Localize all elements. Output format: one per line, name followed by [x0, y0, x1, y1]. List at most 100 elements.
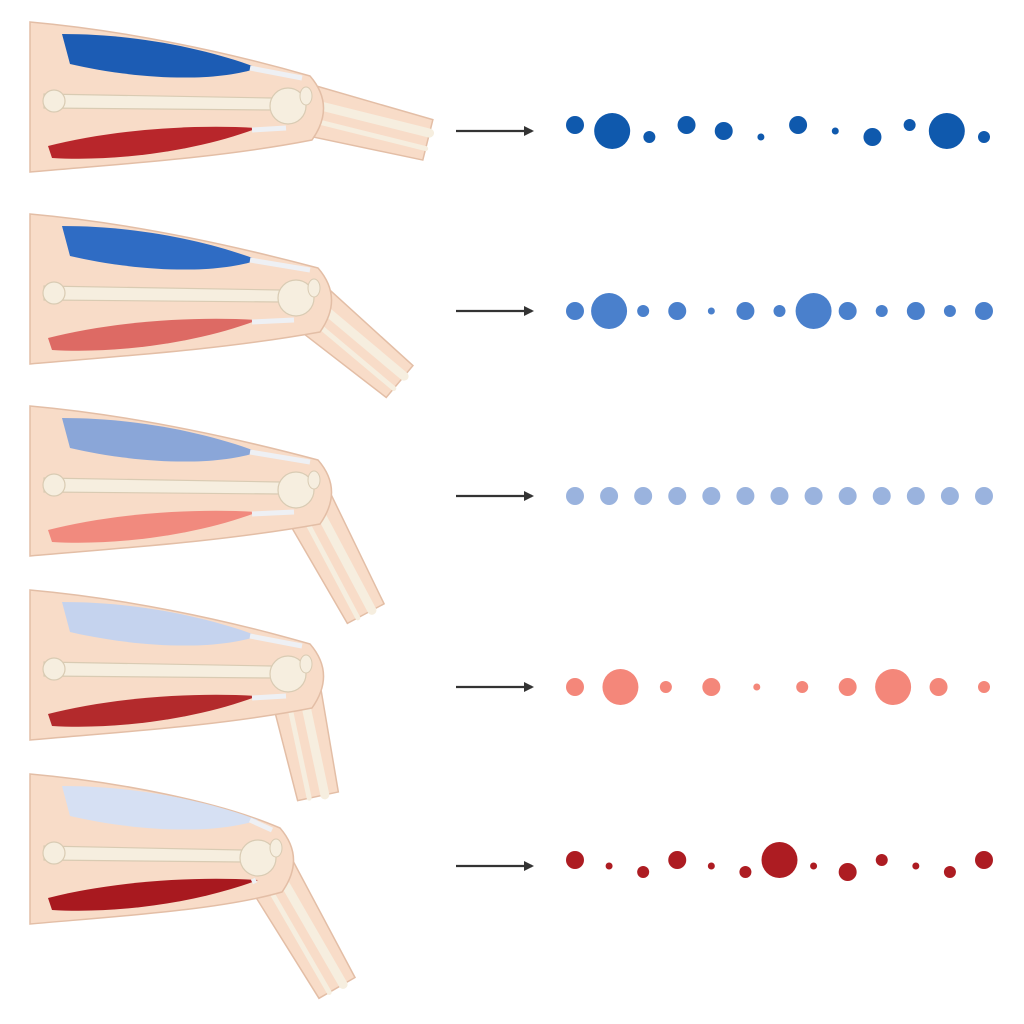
flexor-muscle: [48, 510, 258, 543]
activity-dot: [637, 866, 650, 878]
kneecap: [299, 86, 313, 106]
activity-dot: [566, 302, 584, 320]
activity-dot: [872, 487, 891, 505]
hip-joint: [42, 89, 66, 113]
extensor-tendon: [249, 633, 303, 649]
activity-dot: [838, 487, 857, 505]
activity-dot: [978, 131, 990, 143]
activity-dot-row: [566, 669, 990, 705]
activity-dot: [906, 487, 925, 505]
kneecap: [299, 654, 313, 674]
tibia-bone: [310, 498, 377, 615]
panel-4: [29, 589, 990, 802]
activity-dot: [940, 487, 959, 505]
activity-dot: [978, 681, 990, 693]
kneecap: [307, 470, 321, 490]
knee-joint: [239, 839, 277, 877]
activity-dot: [637, 305, 650, 317]
activity-dot: [677, 116, 696, 134]
activity-dot: [591, 293, 628, 329]
fibula-bone: [304, 116, 429, 152]
activity-dot: [875, 854, 888, 866]
activity-dot: [594, 113, 631, 149]
activity-dot: [659, 681, 672, 693]
activity-dot: [838, 863, 857, 881]
kneecap: [269, 838, 283, 858]
activity-dot: [566, 116, 584, 134]
panel-5: [29, 773, 993, 1000]
activity-dot: [668, 851, 687, 869]
activity-dot: [739, 866, 752, 878]
hip-joint: [42, 657, 66, 681]
activity-dot: [863, 128, 882, 146]
activity-dot: [566, 678, 584, 696]
activity-dot: [702, 678, 721, 696]
extensor-muscle: [62, 602, 258, 646]
activity-dot: [668, 302, 687, 320]
flexor-muscle: [48, 126, 258, 159]
activity-dot: [600, 487, 619, 505]
extensor-muscle: [62, 226, 258, 270]
activity-dot: [838, 678, 857, 696]
activity-dot: [795, 293, 832, 329]
activity-dot: [753, 683, 761, 691]
activity-dot: [757, 133, 765, 141]
flexor-muscle: [48, 318, 258, 351]
activity-dot-row: [566, 487, 993, 505]
panels-group: [29, 21, 993, 1000]
activity-dot: [796, 681, 809, 693]
activity-dot: [707, 307, 715, 315]
activity-dot: [789, 116, 808, 134]
activity-dot: [702, 487, 721, 505]
hip-joint: [42, 473, 66, 497]
activity-dot: [975, 851, 993, 869]
flexor-muscle: [48, 878, 258, 911]
activity-dot: [736, 302, 755, 320]
activity-dot: [912, 862, 920, 870]
activity-dot: [707, 862, 715, 870]
hip-joint: [42, 281, 66, 305]
activity-dot: [602, 669, 639, 705]
flexor-tendon: [251, 509, 295, 517]
activity-dot: [906, 302, 925, 320]
flexor-tendon: [251, 125, 287, 133]
activity-dot: [605, 862, 613, 870]
activity-dot: [770, 487, 789, 505]
fibula-bone: [298, 507, 361, 621]
tibia-bone: [272, 865, 348, 989]
tibia-bone: [313, 299, 409, 381]
activity-dot: [975, 487, 993, 505]
activity-dot: [929, 678, 948, 696]
activity-dot: [903, 119, 916, 131]
activity-dot: [714, 122, 733, 140]
tibia-bone: [306, 99, 435, 138]
extensor-tendon: [249, 257, 311, 273]
extensor-tendon: [248, 817, 274, 833]
kneecap: [307, 278, 321, 298]
panel-1: [29, 21, 990, 173]
activity-dot: [928, 113, 965, 149]
activity-dot-row: [566, 293, 993, 329]
activity-dot: [838, 302, 857, 320]
activity-dot: [810, 862, 818, 870]
flexor-tendon: [250, 877, 258, 885]
activity-dot: [831, 127, 839, 135]
activity-dot: [773, 305, 786, 317]
extensor-tendon: [249, 65, 303, 81]
extensor-muscle: [62, 418, 258, 462]
extensor-muscle: [62, 34, 258, 78]
activity-dot: [875, 305, 888, 317]
hip-joint: [42, 841, 66, 865]
activity-dot: [566, 487, 584, 505]
flexor-muscle: [48, 694, 258, 727]
flexor-tendon: [251, 693, 287, 701]
activity-dot-row: [566, 113, 990, 149]
activity-dot: [761, 842, 798, 878]
activity-dot: [804, 487, 823, 505]
knee-joint: [269, 655, 307, 693]
flexor-tendon: [251, 317, 295, 325]
panel-3: [29, 405, 993, 625]
activity-dot: [875, 669, 912, 705]
activity-dot: [943, 866, 956, 878]
